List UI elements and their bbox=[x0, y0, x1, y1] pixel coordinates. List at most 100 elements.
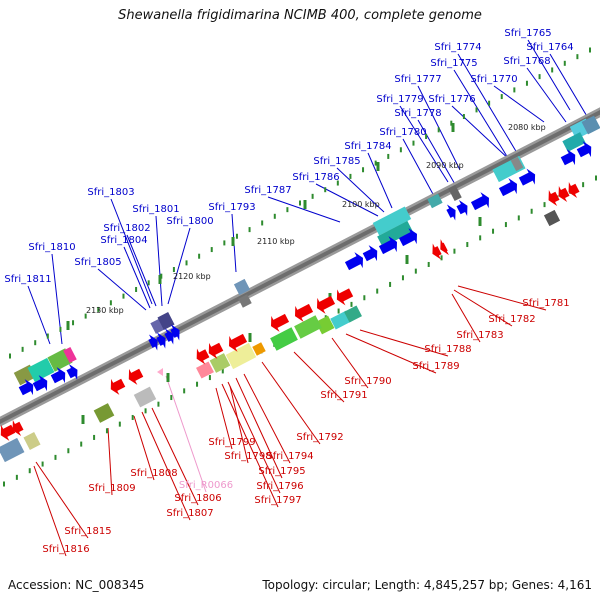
feature-boxes bbox=[0, 115, 600, 463]
reverse-gene-arrow bbox=[568, 182, 580, 198]
forward-tick bbox=[362, 167, 365, 173]
forward-tick bbox=[437, 127, 440, 133]
reverse-gene-label-connector bbox=[221, 383, 279, 508]
reverse-tick bbox=[144, 408, 147, 414]
genome-backbone bbox=[0, 107, 600, 427]
reverse-tick bbox=[414, 268, 417, 274]
forward-gene-arrow bbox=[378, 236, 397, 255]
forward-tick bbox=[198, 253, 201, 259]
forward-tick bbox=[500, 94, 503, 100]
forward-gene-label-connector bbox=[27, 285, 51, 345]
feature-box bbox=[133, 386, 157, 408]
reverse-gene-arrow bbox=[196, 348, 210, 365]
forward-gene-label: Sfri_1810 bbox=[28, 242, 75, 253]
forward-tick bbox=[9, 353, 11, 359]
kbp-major-tick bbox=[376, 162, 380, 171]
forward-tick bbox=[576, 54, 579, 60]
reverse-gene-arrow bbox=[548, 190, 560, 206]
forward-tick bbox=[374, 160, 377, 166]
gene-arrows bbox=[0, 141, 592, 441]
reverse-gene-label-connector bbox=[227, 381, 281, 494]
forward-tick bbox=[488, 100, 491, 106]
rna-gene-label: Sfri_R0066 bbox=[179, 480, 233, 491]
reverse-tick bbox=[376, 288, 379, 294]
kbp-major-tick bbox=[248, 333, 252, 342]
forward-gene-label: Sfri_1793 bbox=[208, 202, 255, 213]
forward-gene-label: Sfri_1786 bbox=[292, 172, 339, 183]
forward-tick bbox=[450, 120, 453, 126]
feature-box bbox=[0, 437, 25, 463]
reverse-tick bbox=[131, 414, 134, 420]
kbp-major-tick bbox=[451, 123, 455, 132]
reverse-tick bbox=[582, 182, 585, 188]
kbp-major-tick bbox=[405, 255, 409, 264]
forward-gene-label-connector bbox=[97, 268, 147, 311]
reverse-tick bbox=[517, 215, 520, 221]
forward-gene-label-connector bbox=[526, 67, 567, 123]
forward-gene-arrow bbox=[18, 379, 34, 396]
forward-gene-label-connector bbox=[399, 105, 449, 183]
forward-gene-arrow bbox=[398, 228, 417, 247]
forward-gene-arrow bbox=[446, 204, 456, 221]
label-connector-lines bbox=[27, 39, 589, 557]
forward-gene-label: Sfri_1777 bbox=[394, 74, 441, 85]
forward-gene-arrow bbox=[344, 252, 363, 271]
forward-gene-label-connector bbox=[417, 119, 457, 187]
reverse-gene-label-connector bbox=[457, 285, 547, 311]
kbp-label: 2120 kbp bbox=[173, 272, 211, 281]
reverse-gene-label: Sfri_1788 bbox=[424, 344, 471, 355]
reverse-gene-arrow bbox=[128, 368, 144, 385]
feature-box bbox=[252, 342, 266, 356]
reverse-gene-label: Sfri_1796 bbox=[256, 481, 303, 492]
kbp-major-tick bbox=[303, 200, 307, 209]
forward-tick bbox=[425, 133, 428, 139]
reverse-gene-label: Sfri_1781 bbox=[522, 298, 569, 309]
reverse-gene-label-connector bbox=[293, 351, 345, 403]
forward-tick bbox=[513, 87, 516, 93]
reverse-tick bbox=[479, 235, 482, 241]
reverse-tick bbox=[401, 275, 404, 281]
reverse-gene-label-connector bbox=[133, 415, 155, 481]
forward-tick bbox=[311, 193, 314, 199]
forward-gene-label: Sfri_1778 bbox=[394, 108, 441, 119]
forward-gene-label-connector bbox=[457, 53, 521, 159]
reverse-gene-label: Sfri_1816 bbox=[42, 544, 89, 555]
reverse-tick bbox=[105, 428, 108, 434]
forward-gene-label: Sfri_1779 bbox=[376, 94, 423, 105]
feature-box bbox=[23, 432, 41, 450]
reverse-gene-label-connector bbox=[359, 329, 449, 357]
kbp-major-tick bbox=[81, 415, 85, 424]
reverse-gene-label-connector bbox=[345, 333, 437, 374]
feature-box bbox=[372, 206, 412, 236]
forward-gene-label: Sfri_1811 bbox=[4, 274, 51, 285]
kbp-label: 2090 kbp bbox=[426, 161, 464, 170]
kbp-major-tick bbox=[166, 373, 170, 382]
reverse-gene-label: Sfri_1815 bbox=[64, 526, 111, 537]
forward-gene-label: Sfri_1780 bbox=[379, 127, 426, 138]
forward-tick bbox=[210, 247, 213, 253]
forward-tick bbox=[563, 60, 566, 66]
forward-tick bbox=[34, 340, 37, 346]
forward-gene-label: Sfri_1800 bbox=[166, 216, 213, 227]
feature-box bbox=[581, 115, 600, 135]
reverse-gene-arrow bbox=[558, 186, 570, 202]
forward-gene-label: Sfri_1785 bbox=[313, 156, 360, 167]
reverse-tick bbox=[466, 242, 469, 248]
feature-box bbox=[93, 403, 115, 423]
forward-tick bbox=[336, 180, 339, 186]
reverse-tick bbox=[67, 448, 70, 454]
forward-gene-arrow bbox=[164, 328, 174, 345]
forward-tick bbox=[525, 80, 528, 86]
reverse-gene-label-connector bbox=[229, 385, 249, 464]
reverse-gene-arrow bbox=[432, 243, 442, 260]
reverse-gene-label: Sfri_1797 bbox=[254, 495, 301, 506]
reverse-tick bbox=[93, 434, 96, 440]
reverse-gene-arrow bbox=[336, 288, 354, 306]
forward-gene-label-connector bbox=[336, 167, 385, 213]
reverse-tick bbox=[54, 454, 57, 460]
forward-gene-arrow bbox=[560, 149, 576, 166]
feature-box bbox=[294, 315, 322, 339]
topology-text: Topology: circular; Length: 4,845,257 bp… bbox=[262, 578, 592, 592]
forward-tick bbox=[185, 260, 188, 266]
reverse-tick bbox=[28, 468, 31, 474]
